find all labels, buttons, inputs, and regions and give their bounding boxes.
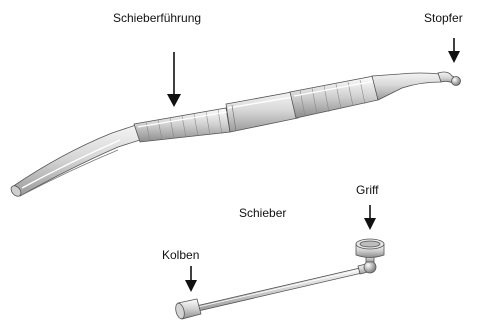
handle-taper <box>372 73 441 100</box>
arrow-stopfer <box>448 38 460 63</box>
slider-instrument <box>174 239 384 320</box>
grip-knob <box>356 239 384 258</box>
slider-ball-joint <box>364 261 376 273</box>
arrow-kolben <box>185 266 197 292</box>
arrow-schieberfuehrung <box>167 52 181 107</box>
slider-rod <box>196 268 362 311</box>
piston-head <box>174 299 201 320</box>
arrow-griff <box>364 205 376 230</box>
main-instrument <box>9 72 460 198</box>
plugger-ball <box>452 77 461 86</box>
